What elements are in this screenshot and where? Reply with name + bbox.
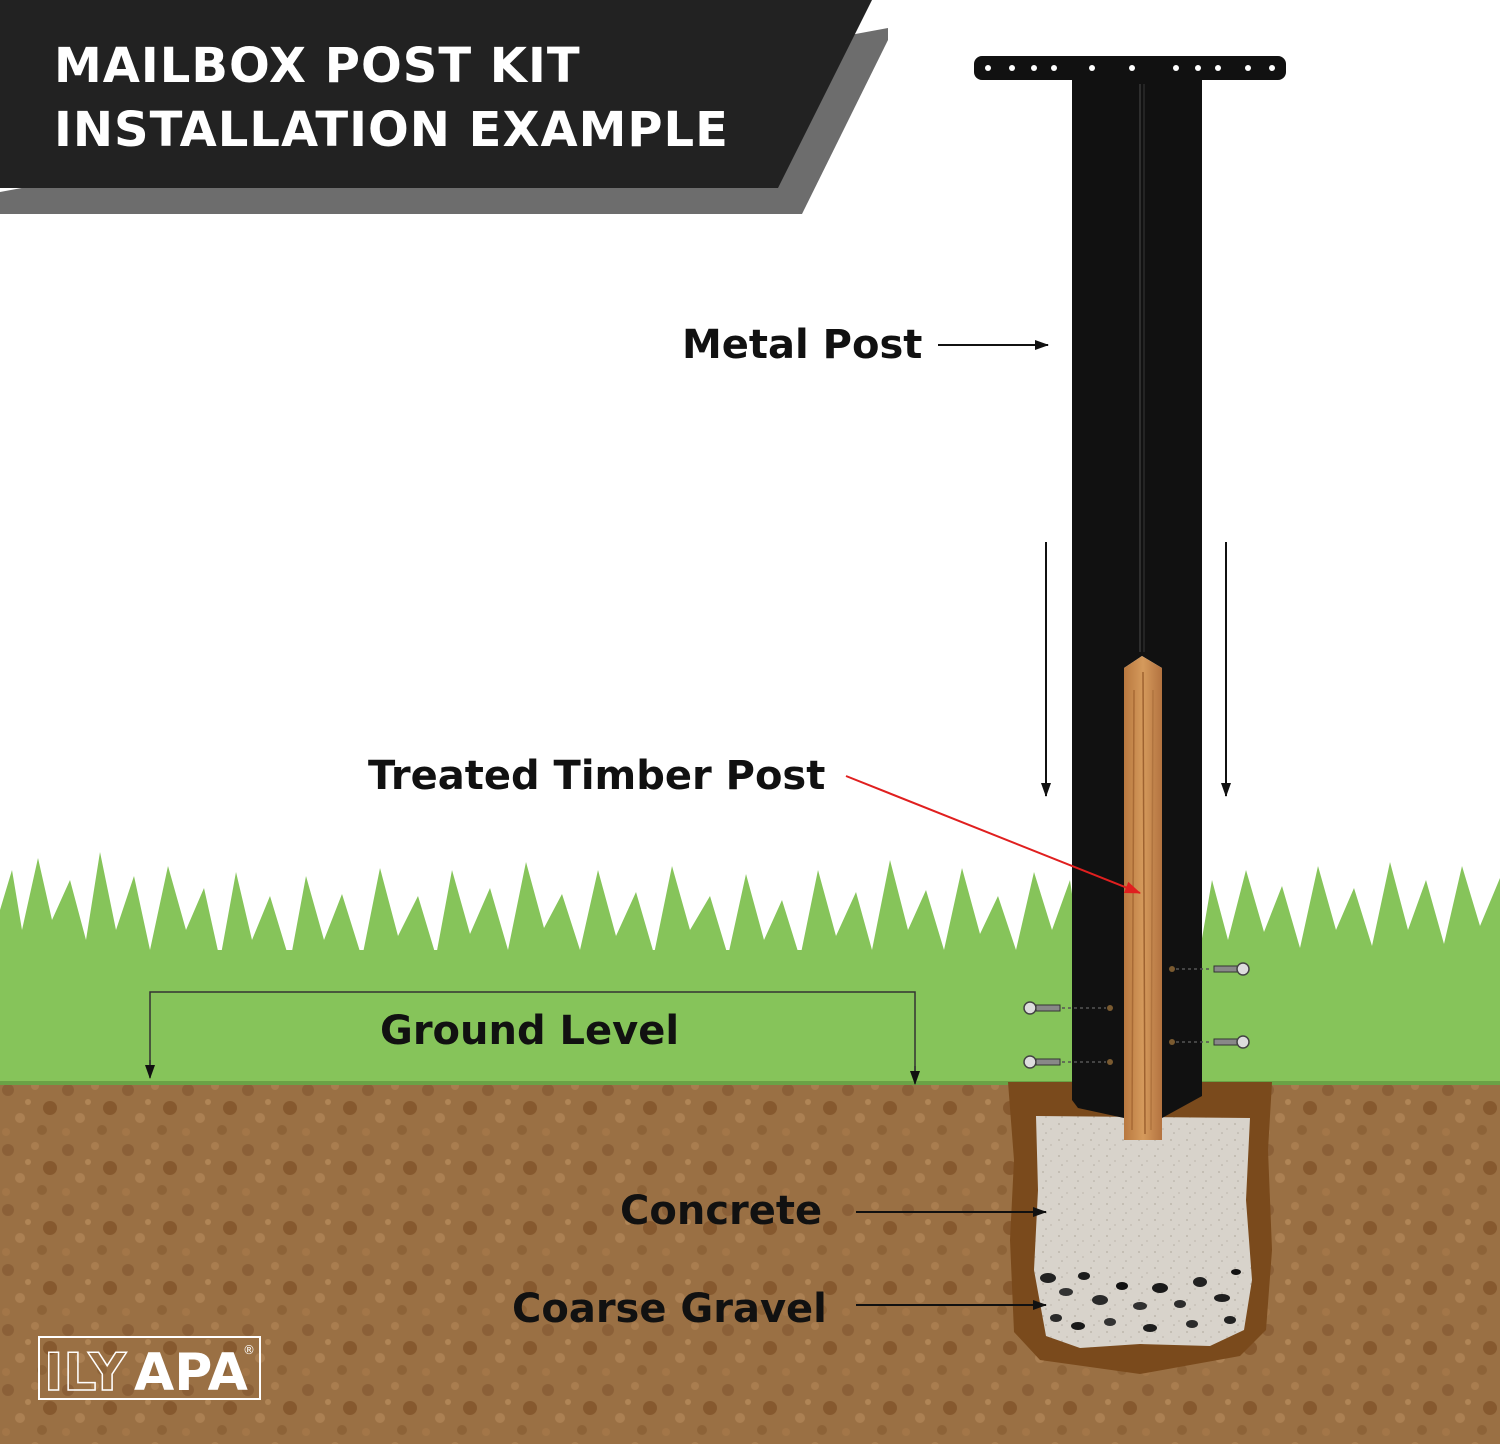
brand-logo-outline-text: ILY — [44, 1343, 127, 1403]
ground-level-bracket: Ground Level — [145, 991, 920, 1085]
mounting-plate-holes — [985, 65, 1275, 71]
timber-grain-2 — [1142, 671, 1146, 1135]
brand-logo-frame — [38, 1336, 261, 1400]
timber-grain-3 — [1150, 689, 1154, 1131]
title-line-2: INSTALLATION EXAMPLE — [54, 102, 729, 158]
title-line-1: MAILBOX POST KIT — [54, 38, 581, 94]
banner-background — [0, 0, 872, 188]
brand-logo-solid-text: APA — [134, 1343, 248, 1403]
label-concrete: Concrete — [620, 1188, 822, 1234]
gravel-layer — [1040, 1269, 1241, 1332]
title-banner: MAILBOX POST KIT INSTALLATION EXAMPLE — [0, 0, 888, 214]
metal-post-body — [1072, 80, 1202, 1118]
label-ground-level: Ground Level — [380, 1008, 679, 1054]
label-coarse-gravel: Coarse Gravel — [512, 1286, 827, 1332]
ground-level-bracket-line — [149, 991, 916, 1080]
screw-left-lower — [1023, 1055, 1113, 1069]
treated-timber-post — [1124, 656, 1162, 1140]
screw-right-upper — [1169, 962, 1250, 976]
label-treated-timber-post: Treated Timber Post — [368, 753, 825, 799]
concrete-fill — [1034, 1116, 1252, 1348]
screws — [1023, 962, 1250, 1069]
grass — [0, 852, 1500, 1090]
metal-post — [974, 56, 1286, 1118]
grass-band — [0, 950, 1500, 1090]
screw-left-upper — [1023, 1001, 1113, 1015]
timber-grain-1 — [1131, 689, 1135, 1131]
brand-logo: ILY APA ® — [38, 1336, 261, 1404]
post-hole — [1008, 1082, 1272, 1374]
pointer-treated-timber-post — [845, 775, 1141, 894]
screw-right-lower — [1169, 1035, 1250, 1049]
label-metal-post: Metal Post — [682, 322, 922, 368]
brand-logo-registered-mark: ® — [243, 1343, 255, 1357]
